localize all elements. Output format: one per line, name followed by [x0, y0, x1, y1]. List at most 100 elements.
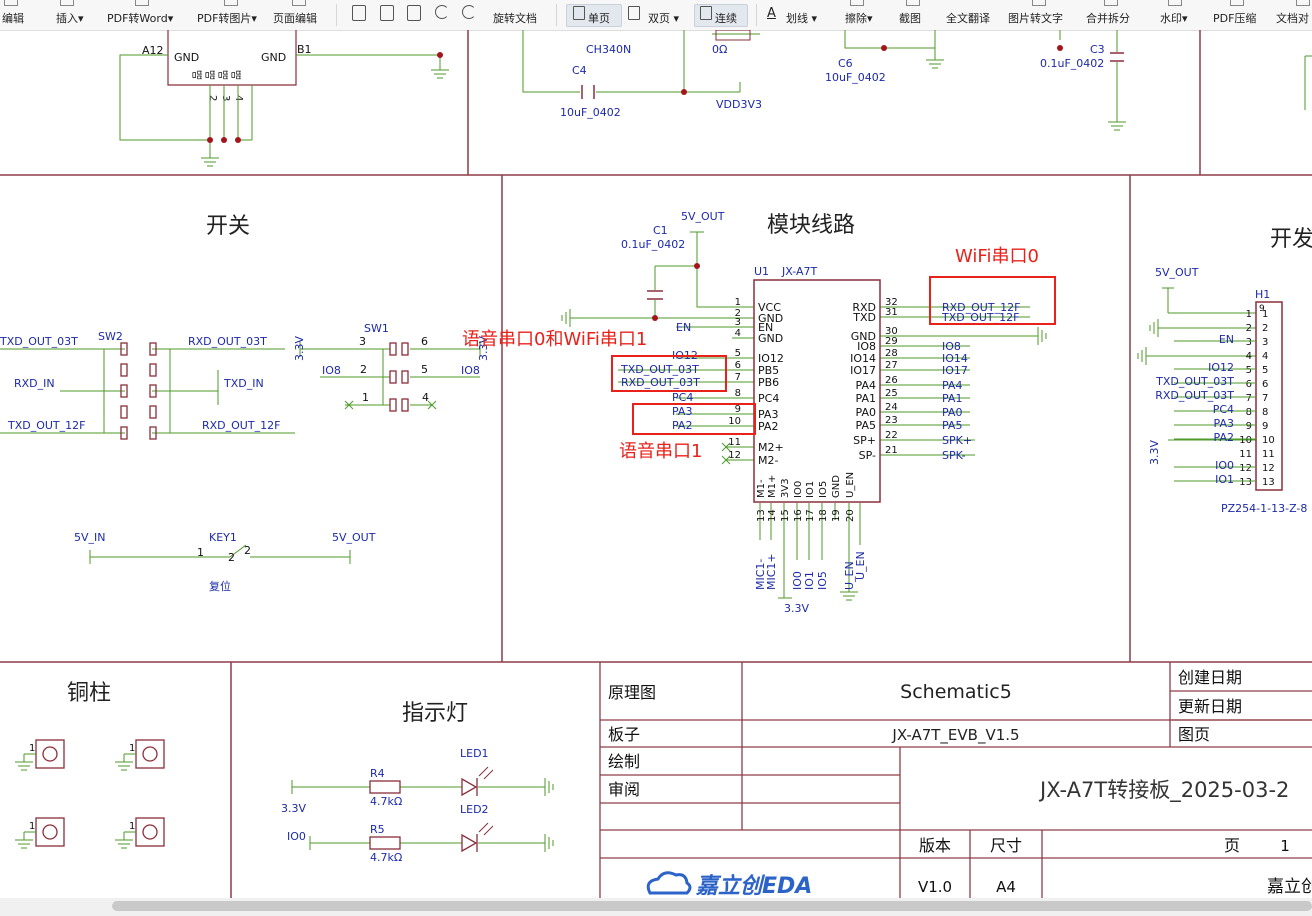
- resistor-0ohm-label: 0Ω: [712, 43, 727, 56]
- h1-net-label: IO12: [1208, 361, 1234, 374]
- toolbar-watermark[interactable]: 水印▾: [1160, 12, 1188, 25]
- u1-pin-name: M1+: [767, 475, 778, 498]
- u1-pin-number: 18: [818, 509, 829, 522]
- highlight-box-voice-uart1: [632, 403, 756, 435]
- toolbar-continuous[interactable]: 连续: [715, 12, 737, 25]
- sw1-pin-6: 6: [421, 335, 428, 348]
- h1-net-label: TXD_OUT_03T: [1155, 375, 1234, 388]
- horizontal-scrollbar-thumb[interactable]: [112, 901, 1312, 911]
- tb-page-label: 图页: [1178, 725, 1210, 744]
- rotate-ccw-icon[interactable]: [435, 5, 449, 19]
- toolbar-page-edit[interactable]: 页面编辑: [273, 12, 317, 25]
- u1-pin-name: PA2: [758, 420, 778, 433]
- u1-pin-number: 31: [885, 307, 898, 318]
- u1-pin-number: 11: [728, 437, 741, 448]
- c6-label: C6: [838, 57, 853, 70]
- sw1-pin-5: 5: [421, 363, 428, 376]
- net-pa2-module: PA2: [672, 419, 692, 432]
- u1-net-label: IO0: [791, 571, 804, 590]
- u1-pin-number: 4: [735, 328, 741, 339]
- toolbar-merge-split[interactable]: 合并拆分: [1086, 12, 1130, 25]
- u1-pin-name: GND: [758, 332, 783, 345]
- switch-section: 开关: [0, 214, 490, 593]
- toolbar-rotate-doc[interactable]: 旋转文档: [493, 12, 537, 25]
- h1-pin-index: 13: [1262, 477, 1275, 488]
- tb-board-value: JX-A7T_EVB_V1.5: [891, 726, 1019, 745]
- net-txd-out-03t-module: TXD_OUT_03T: [620, 363, 699, 376]
- u1-net-label: PA4: [942, 379, 962, 392]
- h1-pin-index: 7: [1262, 393, 1268, 404]
- svg-text:品: 品: [231, 70, 243, 80]
- toolbar-underline[interactable]: 划线 ▾: [786, 12, 818, 25]
- toolbar-insert[interactable]: 插入▾: [56, 12, 84, 25]
- u1-pin-number: 9: [735, 404, 741, 415]
- u1-pin-name: EN: [758, 321, 773, 334]
- section-title-copper: 铜柱: [67, 681, 111, 706]
- u1-net-label: PA5: [942, 419, 962, 432]
- net-5v-out-key: 5V_OUT: [332, 531, 376, 544]
- jlc-eda-logo: 嘉立创EDA: [646, 871, 812, 898]
- u1-pin-name: IO14: [850, 352, 876, 365]
- u1-module-body: [753, 279, 881, 503]
- reset-label: 复位: [209, 579, 231, 593]
- u1-pin-name: GND: [831, 475, 842, 498]
- double-page-icon: [628, 6, 640, 20]
- u1-pin-name: IO5: [818, 481, 829, 498]
- h1-pin-9-ref: 9: [1259, 304, 1265, 314]
- horizontal-scrollbar[interactable]: [0, 898, 1312, 916]
- toolbar-pdf-compress[interactable]: PDF压缩: [1213, 12, 1257, 25]
- u1-pin-number: 32: [885, 297, 898, 308]
- u1-pin-name: M1-: [756, 479, 767, 498]
- toolbar-screenshot[interactable]: 截图: [899, 12, 921, 25]
- toolbar-edit[interactable]: 编辑: [2, 12, 24, 25]
- page-adjust-icon[interactable]: [407, 5, 421, 21]
- h1-pin-number: 1: [1246, 309, 1252, 320]
- u1-pin-name: IO12: [758, 352, 784, 365]
- h1-net-label: EN: [1219, 333, 1234, 346]
- usb-pin-a12-label: A12: [142, 44, 164, 57]
- h1-pin-index: 11: [1262, 449, 1275, 460]
- toolbar-translate[interactable]: 全文翻译: [946, 12, 990, 25]
- net-rxd-out-03t-right: RXD_OUT_03T: [188, 335, 267, 348]
- c3-value: 0.1uF_0402: [1040, 57, 1104, 70]
- toolbar-erase[interactable]: 擦除▾: [845, 12, 873, 25]
- rotate-page-left-icon[interactable]: [352, 5, 366, 21]
- h1-pin-number: 2: [1246, 323, 1252, 334]
- u1-pin-name: U_EN: [845, 472, 856, 498]
- h1-pin-index: 2: [1262, 323, 1268, 334]
- u1-pin-number: 2: [735, 308, 741, 319]
- toolbar-image-to-text[interactable]: 图片转文字: [1008, 12, 1063, 25]
- tb-draw-label: 绘制: [608, 752, 640, 771]
- h1-pin-number: 9: [1246, 421, 1252, 432]
- toolbar-double-page[interactable]: 双页 ▾: [648, 12, 680, 25]
- highlight-box-voice-uart0: [611, 355, 727, 392]
- tb-title-value: JX-A7T转接板_2025-03-2: [1038, 778, 1289, 803]
- pdf-toolbar: 编辑 插入▾ PDF转Word▾ PDF转图片▾ 页面编辑 旋转文档 单页 双页…: [0, 0, 1312, 31]
- page-edit-icon: [292, 0, 306, 6]
- toolbar-compare[interactable]: 文档对: [1276, 12, 1309, 25]
- c1-value: 0.1uF_0402: [621, 238, 685, 251]
- net-5v-out-devboard: 5V_OUT: [1155, 266, 1199, 279]
- toolbar-pdf-to-word[interactable]: PDF转Word▾: [107, 12, 174, 25]
- u1-net-label: IO17: [942, 364, 968, 377]
- usb-connector-section: A12 GND GND B1 品 品 品 品 2 3 4: [119, 30, 450, 167]
- toolbar-pdf-to-image[interactable]: PDF转图片▾: [197, 12, 257, 25]
- usb-gnd-left-label: GND: [174, 51, 199, 64]
- c3-label: C3: [1090, 43, 1105, 56]
- rotate-page-right-icon[interactable]: [380, 5, 394, 21]
- r5-body: [369, 836, 401, 850]
- copper-pillar-pad: [35, 817, 65, 847]
- toolbar-divider: [336, 4, 337, 26]
- c4-label: C4: [572, 64, 587, 77]
- key1-pin-1: 1: [197, 546, 204, 559]
- h1-pin-index: 5: [1262, 365, 1268, 376]
- rotate-cw-icon[interactable]: [462, 5, 476, 19]
- annotation-wifi-uart0: WiFi串口0: [955, 246, 1039, 267]
- u1-pin-number: 26: [885, 375, 898, 386]
- u1-pin-number: 10: [728, 416, 741, 427]
- ch340n-label: CH340N: [586, 43, 631, 56]
- u1-pin-number: 16: [793, 509, 804, 522]
- net-en-module: EN: [676, 321, 691, 334]
- toolbar-single-page[interactable]: 单页: [588, 12, 610, 25]
